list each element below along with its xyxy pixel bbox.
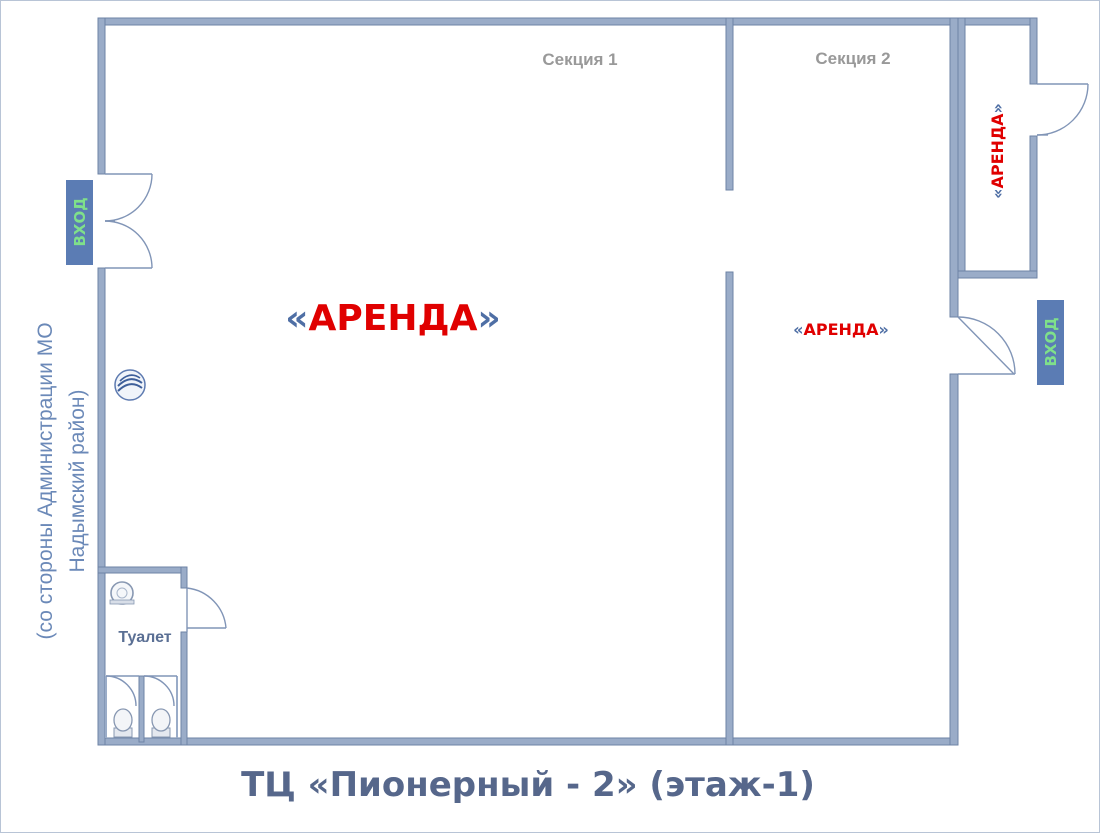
- wall-left-lower: [97, 267, 106, 746]
- entrance-label-right: ВХОД: [1042, 317, 1060, 366]
- wall-left-upper: [97, 17, 106, 175]
- side-note-line-2: Надымский район): [66, 390, 89, 573]
- walls: [97, 17, 1038, 746]
- plan-title: ТЦ «Пионерный - 2» (этаж-1): [241, 765, 815, 805]
- entrance-badge-left: ВХОД: [66, 180, 93, 265]
- side-room-right-upper: [1029, 17, 1038, 85]
- entrance-badge-right: ВХОД: [1037, 300, 1064, 385]
- side-room-left: [957, 17, 966, 279]
- wall-bottom: [97, 737, 959, 746]
- wall-divider-upper: [725, 17, 734, 191]
- rent-label-section-2: «АРЕНДА»: [793, 320, 889, 339]
- door-left-entrance[interactable]: [104, 173, 153, 269]
- stall-partitions: [105, 676, 178, 738]
- rent-label-side-room: «АРЕНДА»: [988, 103, 1007, 199]
- rent-label-main: «АРЕНДА»: [285, 298, 500, 339]
- toilet-right-upper: [180, 566, 188, 589]
- wall-divider-lower: [725, 271, 734, 746]
- stall-divider: [138, 675, 145, 743]
- side-room-right-lower: [1029, 135, 1038, 279]
- entrance-label-left: ВХОД: [71, 197, 89, 246]
- toilet-right-lower: [180, 631, 188, 746]
- section-1-label: Секция 1: [542, 50, 617, 69]
- wall-right-lower: [949, 373, 959, 746]
- toilet-bowl-icon: [151, 708, 171, 738]
- doors: [104, 83, 1089, 707]
- wall-right-upper: [949, 17, 959, 318]
- door-stall-2[interactable]: [143, 675, 177, 707]
- wall-top: [97, 17, 959, 26]
- toilet-bowl-icon: [113, 708, 133, 738]
- sink-icon: [109, 581, 135, 605]
- side-room-bottom: [957, 270, 1038, 279]
- company-logo-icon: [114, 369, 146, 401]
- door-right-entrance[interactable]: [957, 316, 1016, 375]
- door-toilet[interactable]: [186, 587, 227, 632]
- section-2-label: Секция 2: [815, 49, 890, 68]
- door-stall-1[interactable]: [105, 675, 139, 707]
- toilet-label: Туалет: [118, 629, 171, 646]
- door-side-room[interactable]: [1036, 83, 1089, 136]
- side-room-top: [957, 17, 1037, 26]
- side-note-line-1: (со стороны Администрации МО: [34, 322, 57, 639]
- toilet-top-wall: [97, 566, 188, 574]
